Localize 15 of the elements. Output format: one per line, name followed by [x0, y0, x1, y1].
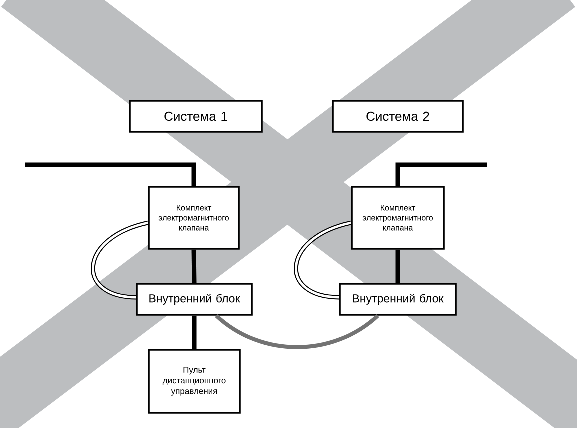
component-box: Система 2: [332, 100, 464, 133]
pipe-line: [396, 162, 487, 186]
component-box: Пульт дистанционного управления: [148, 349, 241, 414]
pipe-line: [294, 220, 352, 300]
component-box: Система 1: [129, 100, 263, 133]
component-box: Комплект электромагнитного клапана: [351, 186, 445, 250]
pipe-line: [91, 220, 149, 300]
component-box: Внутренний блок: [339, 283, 457, 316]
pipe-line: [215, 314, 380, 350]
pipe-line: [396, 250, 400, 284]
pipe-line: [192, 316, 197, 350]
component-box: Комплект электромагнитного клапана: [148, 186, 240, 250]
pipe-line: [192, 250, 197, 284]
pipe-line: [25, 162, 196, 186]
component-box: Внутренний блок: [136, 283, 253, 316]
